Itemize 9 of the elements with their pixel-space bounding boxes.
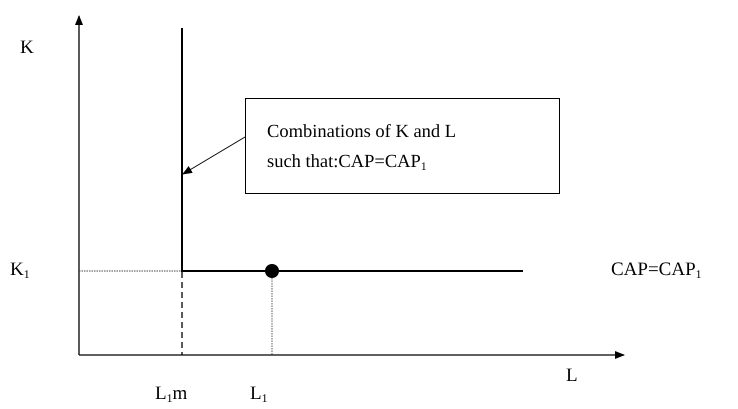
axis-value-label: L$_{1}$m: [155, 384, 188, 403]
callout-box: Combinations of K and L such that:CAP=CAP$_{1}$: [245, 98, 560, 194]
leader-line: [182, 136, 246, 174]
l-shaped-curve: [181, 28, 523, 272]
axis-label: L: [566, 366, 578, 385]
axis-label: K: [20, 38, 34, 57]
axis-value-label: L$_{1}$: [250, 384, 268, 403]
curve-label: CAP=CAP$_{1}$: [611, 260, 702, 279]
axis-value-label: K$_{1}$: [10, 260, 30, 279]
